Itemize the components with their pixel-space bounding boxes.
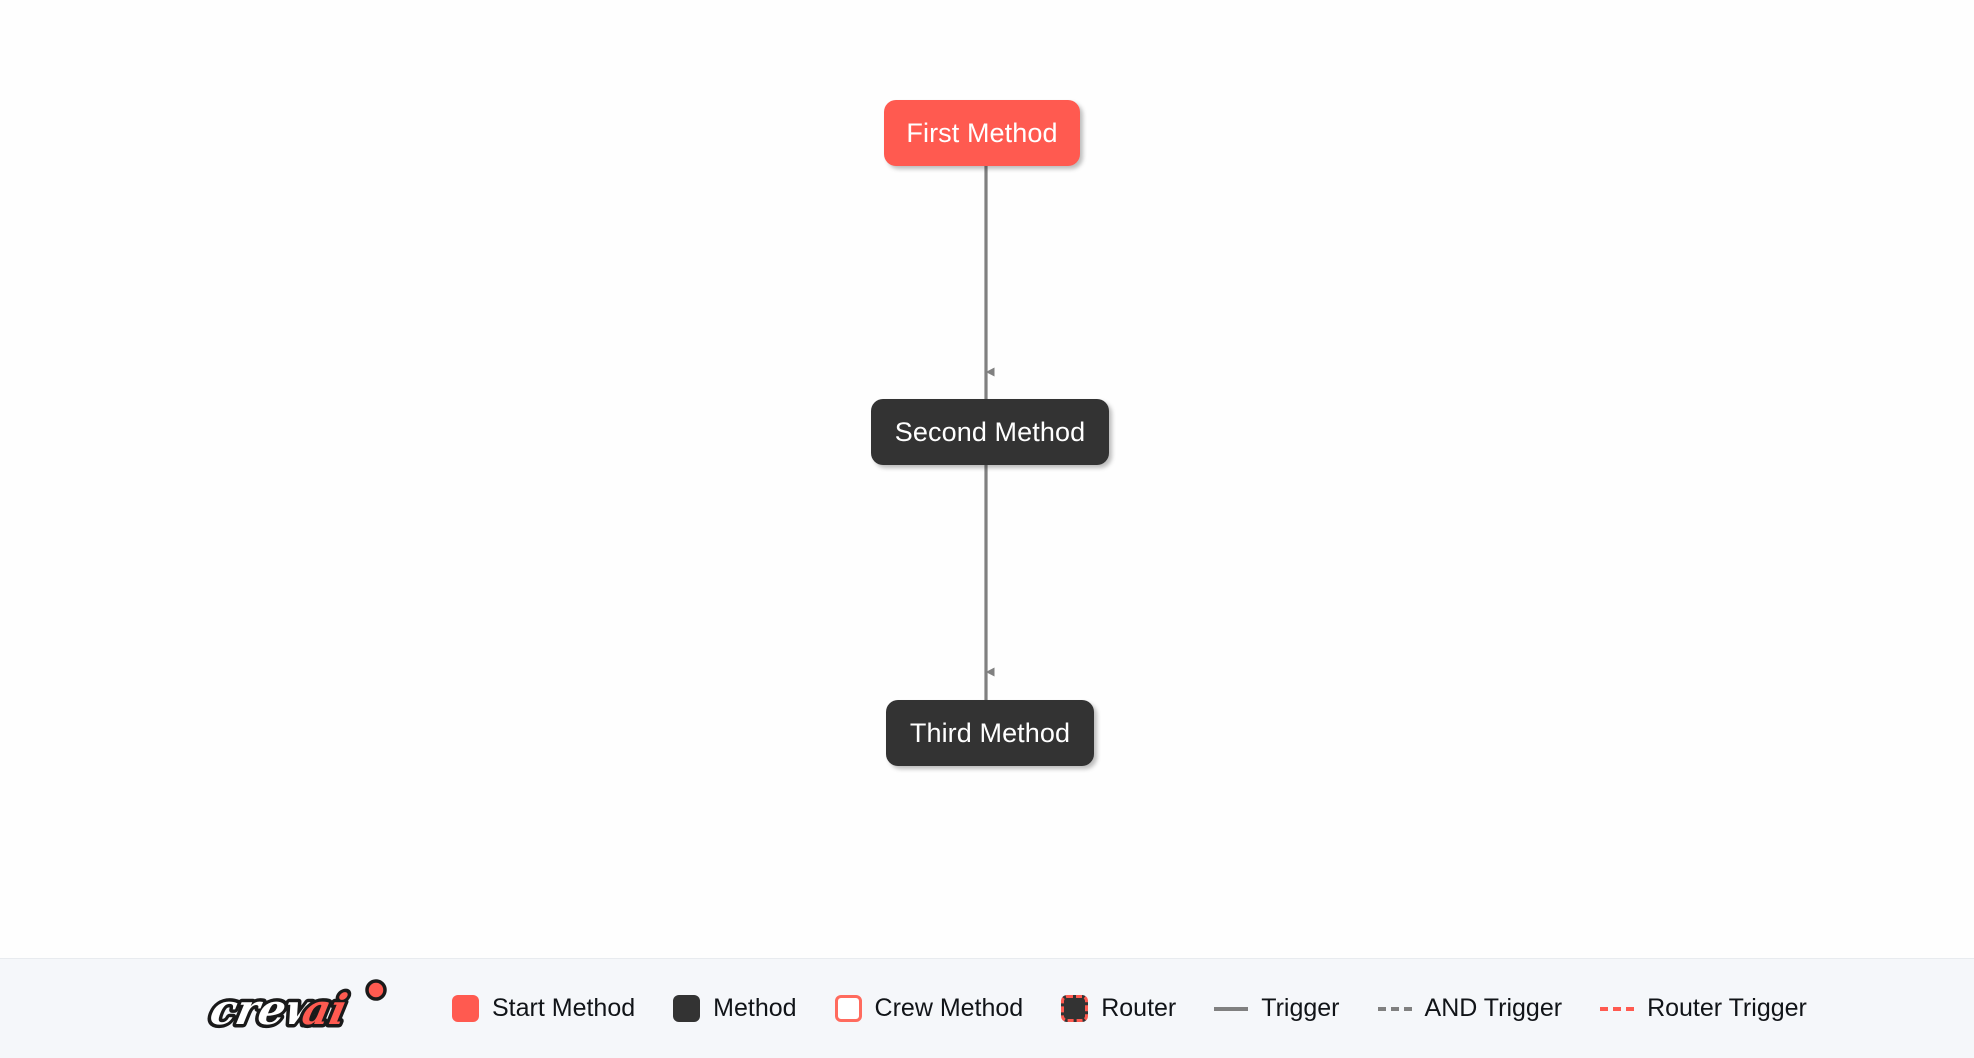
logo-text-ai: ai <box>298 985 352 1034</box>
and-trigger-line-icon <box>1377 1006 1412 1011</box>
crewai-logo: crew ai <box>202 978 387 1038</box>
legend-label: Start Method <box>492 994 636 1022</box>
legend-bar: crew ai Start Method Method Crew Method … <box>0 958 1974 1058</box>
flow-node-label: First Method <box>906 117 1058 148</box>
logo-dot-icon <box>365 978 387 1001</box>
flow-node-second-method[interactable]: Second Method <box>871 399 1109 465</box>
legend-item-router-trigger: Router Trigger <box>1600 996 1807 1021</box>
legend-label: Router Trigger <box>1647 994 1807 1022</box>
router-trigger-line-icon <box>1600 1006 1635 1011</box>
legend-item-trigger: Trigger <box>1214 994 1340 1022</box>
legend-label: Crew Method <box>874 994 1024 1022</box>
legend-label: Trigger <box>1261 994 1340 1022</box>
flow-node-third-method[interactable]: Third Method <box>886 700 1094 766</box>
flow-node-label: Second Method <box>894 416 1086 447</box>
flow-canvas[interactable]: First Method Second Method Third Method <box>0 0 1974 958</box>
legend-label: Router <box>1101 994 1177 1022</box>
trigger-line-icon <box>1214 1006 1249 1011</box>
legend-label: Method <box>713 994 797 1022</box>
router-swatch-icon <box>1061 995 1089 1022</box>
logo-text-crew: crew <box>206 985 329 1034</box>
legend-item-crew-method: Crew Method <box>834 994 1024 1022</box>
legend-item-router: Router <box>1061 995 1176 1022</box>
legend-item-start-method: Start Method <box>452 995 635 1022</box>
start-method-swatch-icon <box>452 995 479 1022</box>
legend-item-and-trigger: AND Trigger <box>1377 994 1563 1022</box>
method-swatch-icon <box>673 995 701 1022</box>
flow-node-first-method[interactable]: First Method <box>884 100 1080 166</box>
legend-label: AND Trigger <box>1424 994 1563 1022</box>
flow-node-label: Third Method <box>909 717 1071 748</box>
legend-item-method: Method <box>673 994 797 1022</box>
crew-method-swatch-icon <box>834 995 862 1022</box>
